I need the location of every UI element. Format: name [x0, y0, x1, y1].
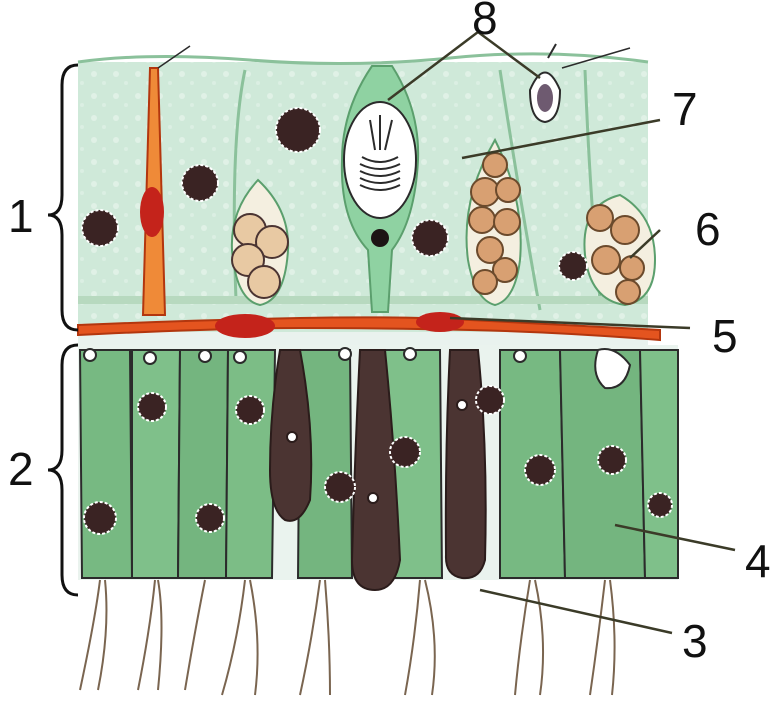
- brace-2: [48, 345, 78, 595]
- cilia: [80, 580, 615, 695]
- label-5: 5: [712, 310, 738, 362]
- label-3: 3: [682, 615, 708, 667]
- label-8: 8: [472, 0, 498, 44]
- label-6: 6: [695, 203, 721, 255]
- brace-1: [48, 65, 78, 330]
- label-7: 7: [672, 83, 698, 135]
- label-2: 2: [8, 443, 34, 495]
- label-4: 4: [745, 535, 771, 587]
- label-1: 1: [8, 190, 34, 242]
